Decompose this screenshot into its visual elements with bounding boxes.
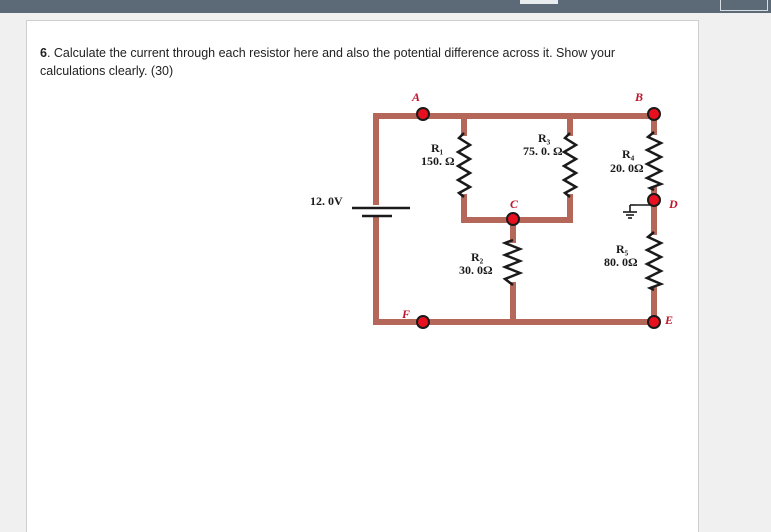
question-card <box>26 20 699 532</box>
node-b-label: B <box>634 90 643 104</box>
r2-value: 30. 0Ω <box>459 263 493 277</box>
node-c <box>506 212 520 226</box>
node-b <box>647 107 661 121</box>
question-body: . Calculate the current through each res… <box>40 46 616 78</box>
r4-value: 20. 0Ω <box>610 161 644 175</box>
r5-value: 80. 0Ω <box>604 255 638 269</box>
r2-name: R₂ <box>471 250 484 264</box>
question-number: 6 <box>40 46 47 60</box>
node-d <box>647 193 661 207</box>
node-d-label: D <box>668 197 678 211</box>
resistor-r4-icon <box>644 131 665 192</box>
node-e-label: E <box>664 313 673 327</box>
ground-icon <box>623 204 654 219</box>
r4-name: R₄ <box>622 147 635 161</box>
node-e <box>647 315 661 329</box>
resistor-r2-icon <box>501 238 524 286</box>
battery-icon <box>350 205 412 218</box>
top-bar <box>0 0 771 13</box>
top-bar-box[interactable] <box>720 0 768 11</box>
top-bar-tab[interactable] <box>520 0 558 4</box>
node-f-label: F <box>401 307 410 321</box>
node-a-label: A <box>411 90 420 104</box>
resistor-r3-icon <box>561 132 579 198</box>
r3-value: 75. 0. Ω <box>523 144 563 158</box>
node-c-label: C <box>510 197 519 211</box>
battery-label: 12. 0V <box>310 194 343 208</box>
node-a <box>416 107 430 121</box>
resistor-r1-icon <box>455 132 473 198</box>
resistor-r5-icon <box>644 231 665 292</box>
r5-name: R₅ <box>616 242 629 256</box>
r3-name: R₃ <box>538 131 551 145</box>
question-text: 6. Calculate the current through each re… <box>40 44 665 80</box>
r1-value: 150. Ω <box>421 154 455 168</box>
wire-outer-left-bottom <box>373 113 657 325</box>
r1-name: R₁ <box>431 141 444 155</box>
node-f <box>416 315 430 329</box>
